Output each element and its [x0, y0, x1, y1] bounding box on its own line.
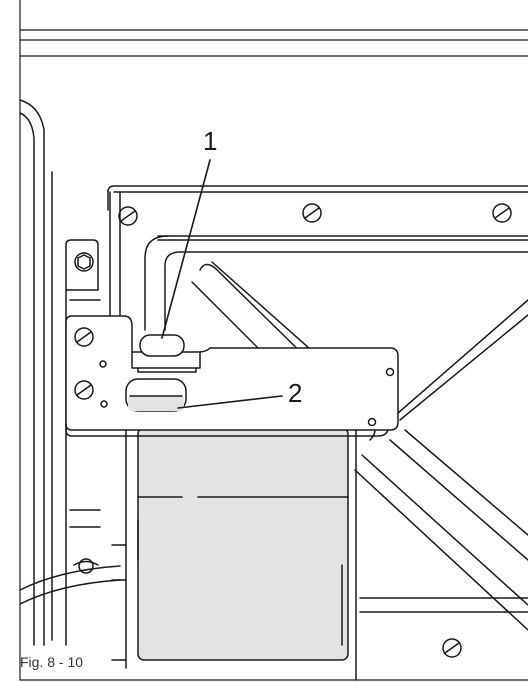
callout-1-label: 1: [203, 126, 217, 156]
sliding-plate: [65, 315, 399, 437]
page-frame: [19, 0, 528, 681]
callout-2-leader: [177, 395, 283, 409]
gray-module: [111, 427, 357, 681]
callout-1-leader: [161, 159, 211, 339]
callout-leaders: [161, 159, 283, 409]
callout-2-label: 2: [288, 378, 302, 408]
left-housing: [19, 99, 121, 646]
frame-screws: [118, 203, 512, 658]
throat-plate: [107, 185, 528, 631]
figure-caption: Fig. 8 - 10: [20, 654, 84, 670]
